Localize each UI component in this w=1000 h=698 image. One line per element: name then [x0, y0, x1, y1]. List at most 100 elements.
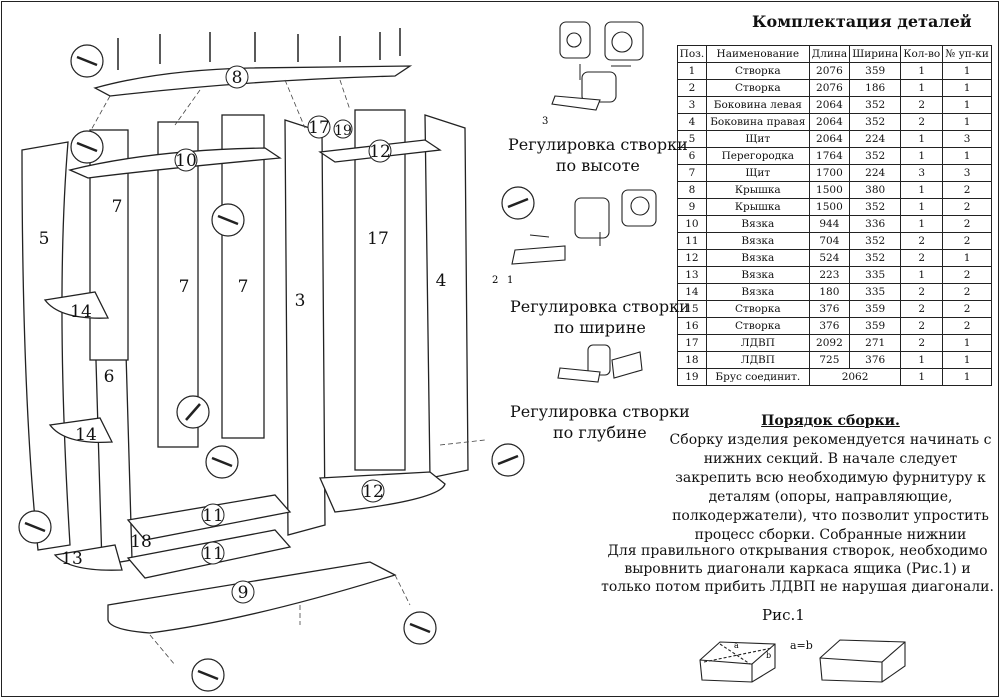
- table-cell: 224: [849, 130, 902, 148]
- part-label-4: 4: [436, 271, 447, 291]
- table-cell: 524: [808, 249, 851, 267]
- part-label-17: 17: [308, 118, 330, 138]
- table-cell: 1: [677, 62, 707, 80]
- hinge-height-diagram: [551, 21, 644, 111]
- table-cell: 359: [849, 317, 902, 335]
- part-label-12: 12: [369, 142, 391, 162]
- col-header-pack: № уп-ки: [942, 45, 992, 63]
- table-cell: 359: [849, 300, 902, 318]
- table-cell: 704: [808, 232, 851, 250]
- table-cell: 359: [849, 62, 902, 80]
- table-cell: 1: [900, 79, 944, 97]
- table-cell: 8: [677, 181, 707, 199]
- table-cell: 352: [849, 198, 902, 216]
- table-cell: 1: [942, 79, 992, 97]
- table-cell: Вязка: [705, 232, 810, 250]
- table-cell: Боковина правая: [705, 113, 810, 131]
- hinge-width-diagram: [511, 189, 657, 265]
- table-cell: Щит: [705, 130, 810, 148]
- table-cell: 2: [677, 79, 707, 97]
- table-cell: 2: [942, 181, 992, 199]
- table-cell: 352: [849, 96, 902, 114]
- diagonal-note: Для правильного открывания створок, необ…: [601, 543, 994, 595]
- panel-14-shelf-a: [43, 291, 110, 319]
- table-cell: 3: [900, 164, 944, 182]
- table-cell: 186: [849, 79, 902, 97]
- table-cell: Щит: [705, 164, 810, 182]
- table-cell: Створка: [705, 79, 810, 97]
- col-header-length: Длина: [808, 45, 851, 63]
- table-cell: 944: [808, 215, 851, 233]
- part-label-14a: 14: [70, 302, 92, 322]
- table-cell: 17: [677, 334, 707, 352]
- table-cell: 2: [942, 198, 992, 216]
- table-cell: 2: [900, 249, 944, 267]
- col-header-width: Ширина: [849, 45, 902, 63]
- table-cell: 1: [900, 147, 944, 165]
- panel-7c: [221, 114, 265, 439]
- table-cell: 1500: [808, 198, 851, 216]
- table-row: 19 Брус соединит. 2062 1 1: [677, 368, 992, 386]
- table-cell: 2076: [808, 62, 851, 80]
- table-cell: 335: [849, 283, 902, 301]
- table-cell: 2064: [808, 113, 851, 131]
- table-cell: 4: [677, 113, 707, 131]
- table-cell: 1700: [808, 164, 851, 182]
- part-label-11b: 11: [202, 544, 224, 564]
- figure-1: a b: [699, 639, 906, 683]
- table-cell: 336: [849, 215, 902, 233]
- table-cell: 9: [677, 198, 707, 216]
- table-cell: Вязка: [705, 249, 810, 267]
- table-cell: Боковина левая: [705, 96, 810, 114]
- part-label-3: 3: [295, 291, 306, 311]
- table-cell: Створка: [705, 300, 810, 318]
- table-cell: ЛДВП: [705, 351, 810, 369]
- table-cell: 2: [942, 215, 992, 233]
- table-cell: 352: [849, 147, 902, 165]
- figure-equality-label: a=b: [790, 639, 813, 652]
- table-cell: 1: [942, 147, 992, 165]
- assembly-section: Порядок сборки. Сборку изделия рекоменду…: [668, 412, 993, 545]
- table-cell: 2092: [808, 334, 851, 352]
- fig-label-b: b: [766, 651, 771, 660]
- panel-4-side: [424, 114, 469, 479]
- table-cell: 725: [808, 351, 851, 369]
- table-cell: Створка: [705, 62, 810, 80]
- panel-5-side: [21, 141, 71, 551]
- table-cell: 2: [942, 317, 992, 335]
- col-header-qty: Кол-во: [900, 45, 944, 63]
- table-cell: 271: [849, 334, 902, 352]
- table-cell: 2: [942, 283, 992, 301]
- panel-13-shelf: [53, 544, 123, 571]
- table-cell: 1: [942, 62, 992, 80]
- part-label-8: 8: [232, 68, 243, 88]
- hinge-callout-2: 2: [492, 275, 498, 286]
- table-cell: 1: [900, 181, 944, 199]
- part-label-11a: 11: [202, 506, 224, 526]
- table-cell: 1: [942, 249, 992, 267]
- table-cell: 223: [808, 266, 851, 284]
- panel-14-shelf-b: [48, 417, 114, 444]
- table-cell: Перегородка: [705, 147, 810, 165]
- table-cell: 376: [808, 317, 851, 335]
- figure-caption: Рис.1: [762, 606, 805, 624]
- panel-17-back: [354, 109, 406, 471]
- part-label-19: 19: [334, 123, 352, 139]
- table-cell: 2: [900, 300, 944, 318]
- table-cell: 11: [677, 232, 707, 250]
- table-cell: 3: [677, 96, 707, 114]
- table-cell: 12: [677, 249, 707, 267]
- table-cell: 2: [900, 96, 944, 114]
- table-cell: Створка: [705, 317, 810, 335]
